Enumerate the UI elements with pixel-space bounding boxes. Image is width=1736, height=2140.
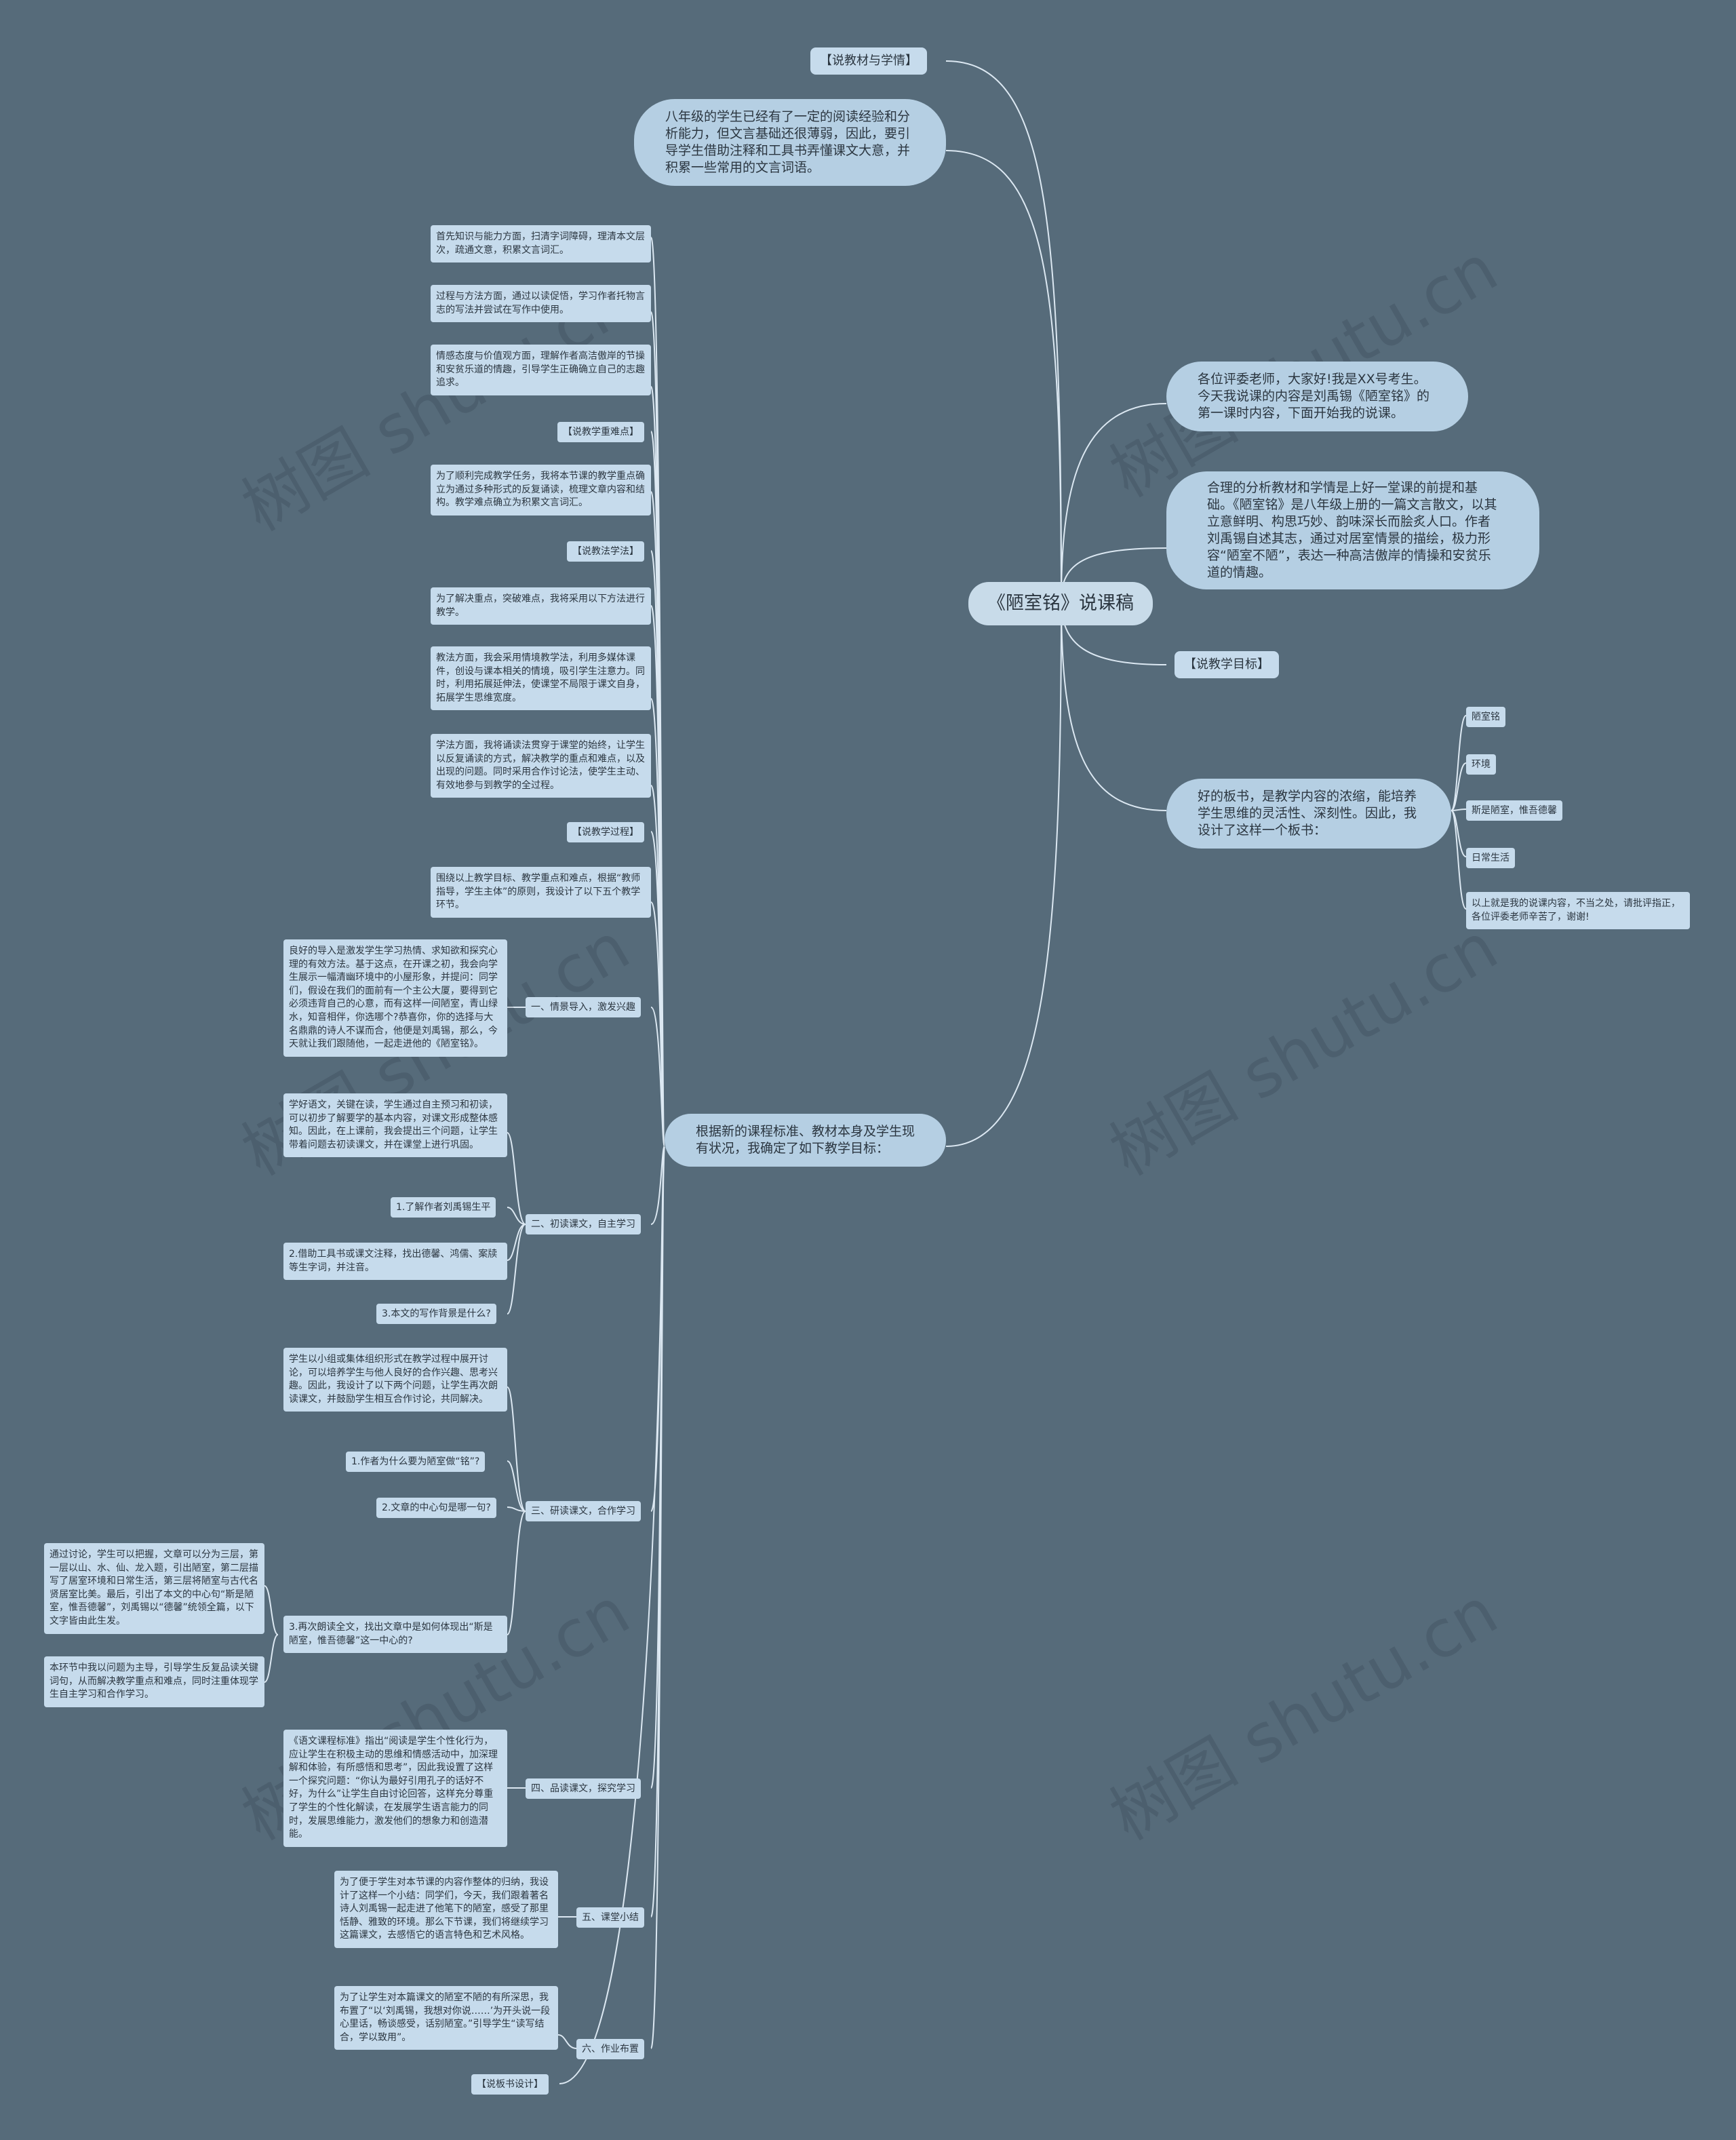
step-4-label[interactable]: 四、品读课文，探究学习: [526, 1778, 641, 1799]
link-s3: [507, 1386, 526, 1635]
step-5-label[interactable]: 五、课堂小结: [576, 1907, 644, 1928]
step-3-q1[interactable]: 1.作者为什么要为陋室做“铭”?: [346, 1452, 486, 1473]
step-3-label[interactable]: 三、研读课文，合作学习: [526, 1501, 641, 1522]
link-board-5: [1451, 810, 1467, 910]
teaching-method[interactable]: 教法方面，我会采用情境教学法，利用多媒体课件，创设与课本相关的情境，吸引学生注意…: [431, 646, 651, 711]
step-3-q2[interactable]: 2.文章的中心句是哪一句?: [376, 1498, 496, 1519]
teaching-material-tag[interactable]: 【说教材与学情】: [810, 47, 927, 75]
root-node[interactable]: 《陋室铭》说课稿: [968, 582, 1153, 625]
goal-knowledge[interactable]: 首先知识与能力方面，扫清字词障碍，理清本文层次，疏通文意，积累文言词汇。: [431, 225, 651, 263]
analysis-node[interactable]: 合理的分析教材和学情是上好一堂课的前提和基础。《陋室铭》是八年级上册的一篇文言散…: [1166, 471, 1539, 590]
step-2-label[interactable]: 二、初读课文，自主学习: [526, 1214, 641, 1235]
learning-method[interactable]: 学法方面，我将诵读法贯穿于课堂的始终，让学生以反复诵读的方式，解决教学的重点和难…: [431, 734, 651, 798]
key-difficulty-tag[interactable]: 【说教学重难点】: [557, 422, 644, 443]
step-2-text[interactable]: 学好语文，关键在读，学生通过自主预习和初读，可以初步了解要学的基本内容，对课文形…: [283, 1093, 507, 1158]
teaching-goal-tag[interactable]: 【说教学目标】: [1175, 651, 1279, 678]
step-5-text[interactable]: 为了便于学生对本节课的内容作整体的归纳，我设计了这样一个小结：同学们，今天，我们…: [334, 1871, 558, 1948]
link-s6: [557, 2034, 577, 2049]
teaching-goal-node[interactable]: 根据新的课程标准、教材本身及学生现有状况，我确定了如下教学目标：: [665, 1114, 946, 1167]
link-board-1: [1451, 715, 1467, 811]
step-3-summary[interactable]: 本环节中我以问题为主导，引导学生反复品读关键词句，从而解决教学重点和难点，同时注…: [44, 1656, 264, 1707]
teaching-material-text[interactable]: 八年级的学生已经有了一定的阅读经验和分析能力，但文言基础还很薄弱，因此，要引导学…: [634, 99, 946, 187]
board-closing[interactable]: 以上就是我的说课内容，不当之处，请批评指正，各位评委老师辛苦了，谢谢!: [1466, 892, 1690, 930]
step-1-text[interactable]: 良好的导入是激发学生学习热情、求知欲和探究心理的有效方法。基于这点，在开课之初，…: [283, 939, 507, 1057]
step-4-text[interactable]: 《语文课程标准》指出“阅读是学生个性化行为，应让学生在积极主动的思维和情感活动中…: [283, 1730, 507, 1847]
link-main-leaves: [650, 237, 665, 1147]
link-main-steps: [559, 1007, 665, 2084]
link-board-2: [1451, 762, 1467, 811]
link-root-top-tag: [945, 60, 1062, 601]
board-design-node[interactable]: 好的板书，是教学内容的浓缩，能培养学生思维的灵活性、深刻性。因此，我设计了这样一…: [1166, 779, 1451, 849]
board-item[interactable]: 日常生活: [1466, 848, 1515, 869]
link-s3-sub: [264, 1585, 279, 1683]
board-item[interactable]: 陋室铭: [1466, 707, 1505, 728]
step-2-q2[interactable]: 2.借助工具书或课文注释，找出德馨、鸿儒、案牍等生字词，并注音。: [283, 1243, 507, 1281]
board-item[interactable]: 环境: [1466, 754, 1496, 775]
board-item[interactable]: 斯是陋室，惟吾德馨: [1466, 800, 1562, 821]
link-root-top-text: [945, 150, 1062, 601]
link-root-main: [945, 600, 1062, 1147]
board-design-tag[interactable]: 【说板书设计】: [471, 2074, 549, 2095]
process-intro[interactable]: 围绕以上教学目标、教学重点和难点，根据“教师指导，学生主体”的原则，我设计了以下…: [431, 867, 651, 918]
link-s2: [507, 1132, 526, 1315]
step-6-text[interactable]: 为了让学生对本篇课文的陋室不陋的有所深思，我布置了“以‘刘禹锡，我想对你说……’…: [334, 1986, 558, 2050]
step-3-discussion[interactable]: 通过讨论，学生可以把握，文章可以分为三层，第一层以山、水、仙、龙入题，引出陋室，…: [44, 1543, 264, 1634]
step-1-label[interactable]: 一、情景导入，激发兴趣: [526, 997, 641, 1018]
step-2-q3[interactable]: 3.本文的写作背景是什么?: [376, 1304, 496, 1325]
step-3-q3[interactable]: 3.再次朗读全文，找出文章中是如何体现出“斯是陋室，惟吾德馨”这一中心的?: [283, 1616, 507, 1654]
link-root-board: [1061, 600, 1167, 811]
method-tag[interactable]: 【说教法学法】: [567, 541, 644, 562]
intro-node[interactable]: 各位评委老师，大家好!我是XX号考生。今天我说课的内容是刘禹锡《陋室铭》的第一课…: [1166, 362, 1468, 432]
goal-process[interactable]: 过程与方法方面，通过以读促悟，学习作者托物言志的写法并尝试在写作中使用。: [431, 285, 651, 323]
method-intro[interactable]: 为了解决重点，突破难点，我将采用以下方法进行教学。: [431, 587, 651, 625]
key-difficulty-text[interactable]: 为了顺利完成教学任务，我将本节课的教学重点确立为通过多种形式的反复诵读，梳理文章…: [431, 465, 651, 515]
link-root-intro: [1061, 403, 1167, 601]
step-6-label[interactable]: 六、作业布置: [576, 2039, 644, 2060]
step-2-q1[interactable]: 1.了解作者刘禹锡生平: [391, 1197, 496, 1218]
goal-emotion[interactable]: 情感态度与价值观方面，理解作者高洁傲岸的节操和安贫乐道的情趣，引导学生正确确立自…: [431, 345, 651, 395]
step-3-text[interactable]: 学生以小组或集体组织形式在教学过程中展开讨论，可以培养学生与他人良好的合作兴趣、…: [283, 1348, 507, 1412]
process-tag[interactable]: 【说教学过程】: [567, 822, 644, 843]
